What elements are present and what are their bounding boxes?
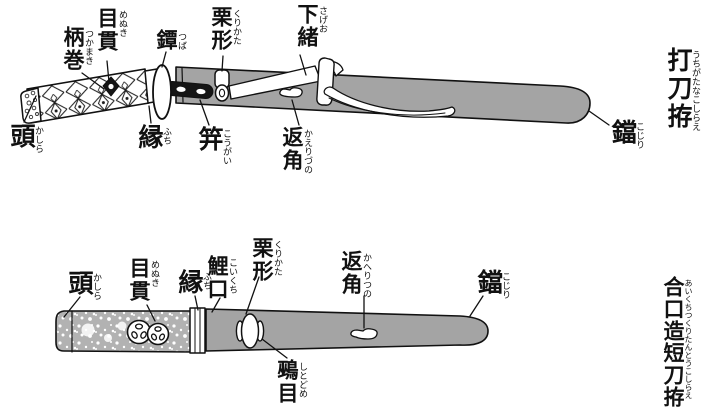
leader-top-kaerizuno bbox=[291, 99, 300, 126]
kurikata-knob-top bbox=[214, 69, 230, 102]
leader-top-kashira bbox=[23, 95, 37, 123]
leader-top-tsukamaki bbox=[81, 72, 105, 90]
label-top-menuki-furigana: めぬき bbox=[118, 10, 128, 37]
leader-top-kogai bbox=[199, 99, 210, 126]
label-top-fuchi: 縁 ふち bbox=[135, 124, 172, 151]
leader-bottom-kashira bbox=[63, 296, 81, 318]
label-top-tsukamaki: 柄巻 つかまき bbox=[61, 26, 94, 72]
leader-lines-bottom bbox=[63, 276, 484, 359]
label-top-tsukamaki-furigana: つかまき bbox=[84, 29, 94, 65]
leader-top-menuki bbox=[106, 60, 110, 83]
leader-lines-top bbox=[23, 51, 610, 126]
tsuba-guard bbox=[152, 64, 172, 120]
sageo-cord bbox=[228, 57, 456, 118]
leader-top-fuchi bbox=[148, 105, 152, 124]
label-top-kaerizuno-kanji: 返角 bbox=[280, 126, 304, 172]
leader-top-tsuba bbox=[161, 51, 167, 68]
label-bottom-kaerizuno-kanji: 返角 bbox=[339, 250, 363, 296]
fuchi-collar-bottom bbox=[189, 307, 206, 354]
label-bottom-fuchi-furigana: ふち bbox=[202, 272, 212, 290]
label-top-kogai-furigana: こうがい bbox=[222, 129, 232, 165]
label-top-kojiri-kanji: 鐺 bbox=[608, 119, 635, 146]
label-bottom-shitodome-furigana: しとどめ bbox=[298, 362, 308, 398]
label-top-kashira-furigana: かしら bbox=[34, 126, 44, 153]
handle-speckle-highlights bbox=[81, 321, 127, 342]
label-top-fuchi-kanji: 縁 bbox=[135, 124, 162, 151]
label-bottom-fuchi-kanji: 縁 bbox=[175, 269, 202, 296]
title-aikuchi-tanto-koshirae: 合口造短刀拵 あいくちつくりたんとうこしらえ bbox=[661, 276, 693, 408]
label-top-kurikata: 栗形 くりかた bbox=[209, 6, 242, 52]
label-top-menuki: 目貫 めぬき bbox=[95, 7, 128, 53]
kaerizuno-hook-top bbox=[279, 87, 303, 98]
label-top-tsukamaki-kanji: 柄巻 bbox=[61, 26, 85, 72]
label-top-kojiri-furigana: こじり bbox=[635, 122, 645, 149]
saya-scabbard-bottom bbox=[205, 308, 489, 352]
label-bottom-kojiri-kanji: 鐺 bbox=[474, 269, 501, 296]
leader-top-sageo bbox=[299, 54, 307, 76]
leader-top-kurikata bbox=[221, 55, 224, 72]
tsuka-handle-bottom bbox=[55, 310, 194, 353]
title-aikuchi-furigana: あいくちつくりたんとうこしらえ bbox=[684, 279, 693, 399]
label-bottom-shitodome: 鵐目 しとどめ bbox=[275, 359, 308, 405]
label-bottom-kaerizuno: 返角 かへりつの bbox=[339, 250, 372, 298]
label-bottom-kaerizuno-furigana: かへりつの bbox=[362, 253, 372, 298]
label-bottom-menuki-furigana: めぬき bbox=[150, 260, 160, 287]
label-top-fuchi-furigana: ふち bbox=[162, 127, 172, 145]
label-top-kogai: 笄 こうがい bbox=[195, 126, 232, 165]
label-bottom-kojiri-furigana: こじり bbox=[501, 272, 511, 299]
label-bottom-koiguchi-furigana: こいくち bbox=[228, 258, 238, 294]
title-uchigatana-kanji: 打刀拵 bbox=[664, 47, 691, 131]
label-bottom-kashira-furigana: かしら bbox=[92, 273, 102, 300]
title-uchigatana-koshirae: 打刀拵 うちがたなこしらえ bbox=[664, 47, 701, 131]
tanto-drawing bbox=[55, 276, 489, 359]
label-top-tsuba: 鐔 つば bbox=[154, 29, 187, 52]
label-bottom-koiguchi: 鯉口 こいくち bbox=[205, 255, 238, 301]
leader-bottom-kojiri bbox=[469, 295, 484, 317]
label-bottom-menuki-kanji: 目貫 bbox=[127, 257, 151, 303]
label-top-kashira: 頭 かしら bbox=[7, 123, 44, 153]
label-bottom-kurikata-kanji: 栗形 bbox=[250, 237, 274, 283]
leader-top-kojiri bbox=[588, 110, 610, 126]
label-bottom-kurikata: 栗形 くりかた bbox=[250, 237, 283, 283]
kurikata-knob-bottom bbox=[235, 313, 265, 349]
label-bottom-kashira-kanji: 頭 bbox=[65, 270, 92, 297]
leader-bottom-menuki bbox=[146, 304, 156, 322]
leader-bottom-kurikata bbox=[245, 276, 260, 315]
menuki-ornament-top bbox=[102, 76, 120, 97]
label-bottom-koiguchi-kanji: 鯉口 bbox=[205, 255, 229, 301]
label-top-kaerizuno-furigana: かえりづの bbox=[303, 129, 313, 174]
label-top-tsuba-furigana: つば bbox=[177, 32, 187, 50]
label-bottom-fuchi: 縁 ふち bbox=[175, 269, 212, 296]
label-bottom-kashira: 頭 かしら bbox=[65, 270, 102, 300]
leader-bottom-koiguchi bbox=[211, 297, 221, 313]
label-top-kurikata-furigana: くりかた bbox=[232, 9, 242, 45]
label-top-sageo: 下緒 さげお bbox=[295, 3, 328, 49]
label-bottom-kurikata-furigana: くりかた bbox=[273, 240, 283, 276]
label-top-kurikata-kanji: 栗形 bbox=[209, 6, 233, 52]
kogai-tool bbox=[164, 81, 214, 99]
label-top-menuki-kanji: 目貫 bbox=[95, 7, 119, 53]
uchigatana-drawing bbox=[20, 51, 610, 126]
label-bottom-shitodome-kanji: 鵐目 bbox=[275, 359, 299, 405]
label-top-sageo-furigana: さげお bbox=[318, 6, 328, 33]
title-aikuchi-kanji: 合口造短刀拵 bbox=[661, 276, 685, 408]
label-top-sageo-kanji: 下緒 bbox=[295, 3, 319, 49]
label-top-kogai-kanji: 笄 bbox=[195, 126, 222, 153]
label-top-kashira-kanji: 頭 bbox=[7, 123, 34, 150]
leader-bottom-shitodome bbox=[261, 338, 288, 359]
label-top-kojiri: 鐺 こじり bbox=[608, 119, 645, 149]
label-top-tsuba-kanji: 鐔 bbox=[154, 29, 178, 52]
label-top-kaerizuno: 返角 かえりづの bbox=[280, 126, 313, 174]
label-bottom-kojiri: 鐺 こじり bbox=[474, 269, 511, 299]
menuki-ornament-bottom bbox=[126, 319, 170, 346]
leader-bottom-fuchi bbox=[194, 295, 199, 311]
label-bottom-menuki: 目貫 めぬき bbox=[127, 257, 160, 303]
kaerizuno-hook-bottom bbox=[350, 328, 378, 340]
title-uchigatana-furigana: うちがたなこしらえ bbox=[691, 50, 701, 131]
